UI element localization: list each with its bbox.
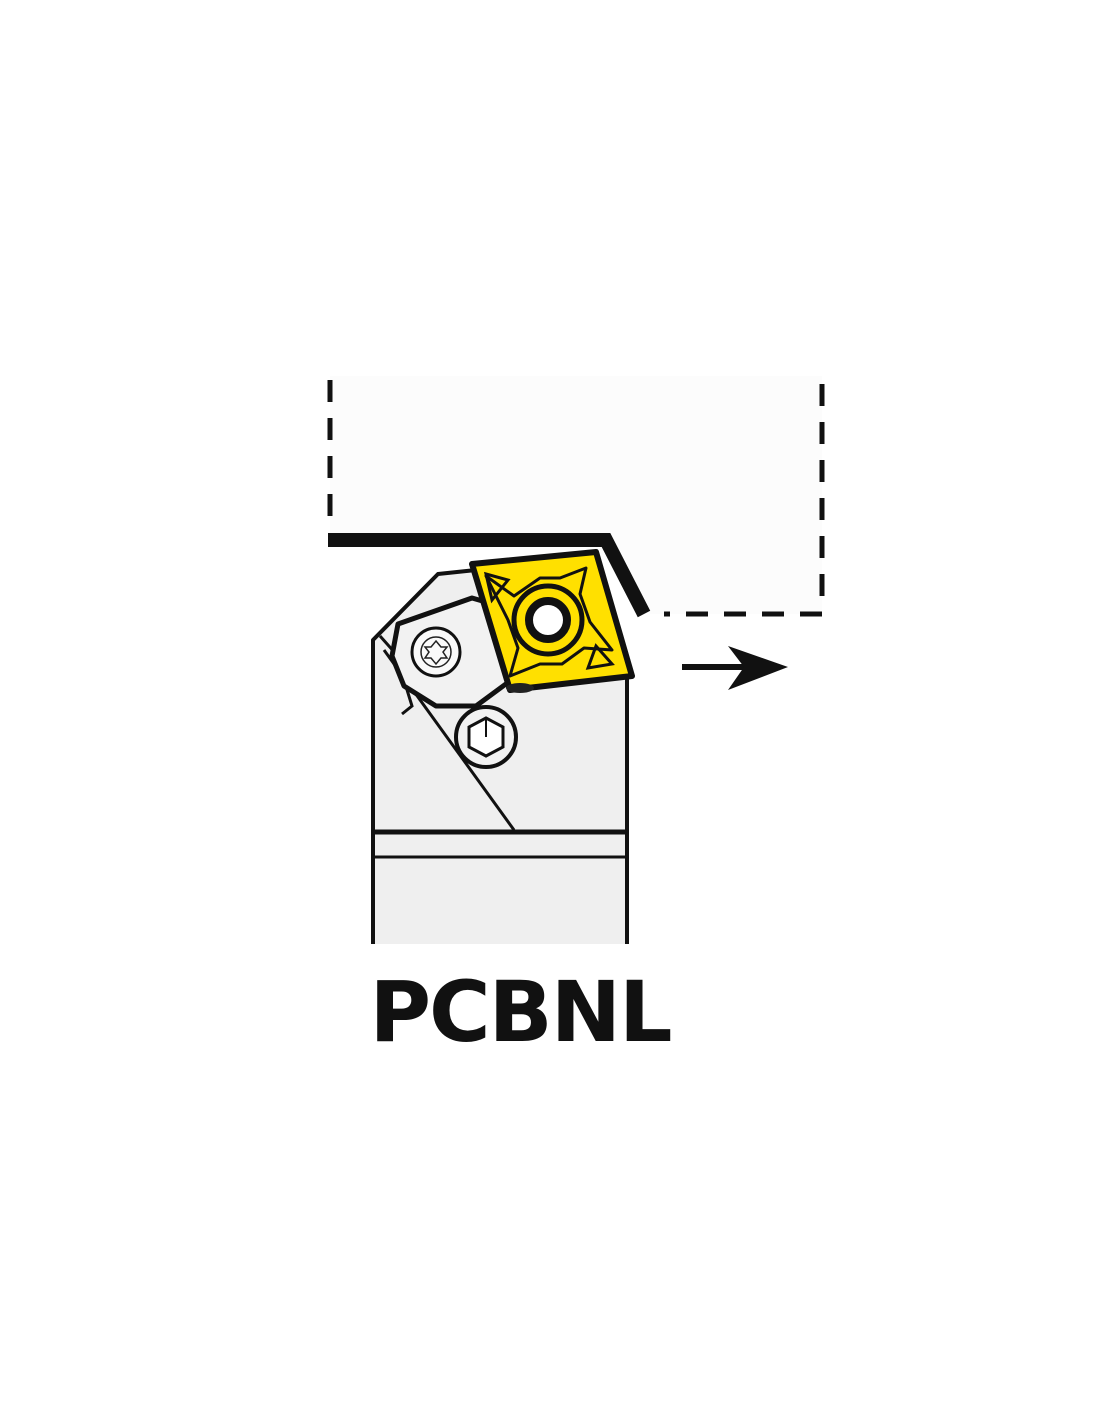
insert-corner-mark-top [483,571,511,604]
insert-hole-outer-ring [511,583,585,657]
machined-surface [328,533,651,618]
feed-arrow-head [728,646,788,690]
holder-screw [454,705,518,769]
workpiece-fill [330,376,822,614]
cutting-insert [469,549,635,693]
torx-screw-icon [410,626,462,678]
torx-screw-inner-ring [420,636,452,668]
arrow-right-icon [682,646,788,690]
workpiece [327,376,825,618]
insert-chipbreaker-groove [484,566,614,678]
insert-corner-mark-bottom [585,643,615,670]
tool-designation-label: PCBNL [369,963,672,1061]
insert-hole [525,597,571,643]
torx-socket [423,639,449,666]
insert-seat-shadow [506,683,534,693]
